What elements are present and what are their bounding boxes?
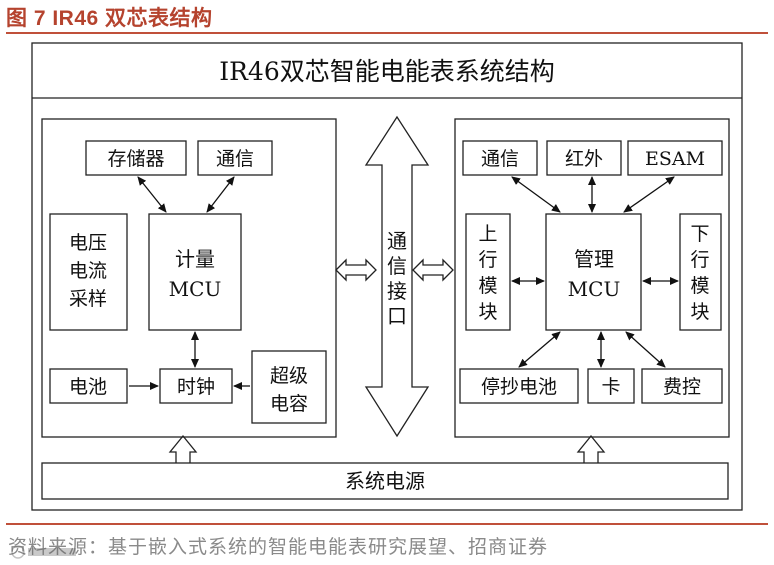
card-label: 卡 [601, 376, 620, 398]
interface-label-3: 接 [387, 279, 407, 303]
left-comm-box [197, 140, 273, 176]
infrared-box [546, 140, 622, 176]
right-comm-box [462, 140, 538, 176]
sampling-label-3: 采样 [69, 288, 107, 310]
battery-box [49, 368, 128, 404]
mgmt-battery-arrow [518, 331, 561, 368]
supercap-label-1: 超级 [270, 365, 308, 387]
card-box [587, 368, 635, 404]
sampling-label-1: 电压 [69, 232, 107, 254]
infrared-label: 红外 [565, 148, 603, 170]
management-mcu-label-1: 管理 [574, 247, 614, 271]
supercap-box [251, 350, 327, 424]
downlink-label-3: 模 [690, 275, 709, 297]
left-interface-hollow-arrow [335, 258, 377, 282]
uplink-label-1: 上 [478, 223, 497, 245]
clock-label: 时钟 [177, 376, 215, 398]
uplink-label-3: 模 [478, 275, 497, 297]
right-comm-label: 通信 [481, 148, 519, 170]
interface-label-2: 信 [387, 254, 407, 278]
right-interface-hollow-arrow [412, 258, 454, 282]
comm-mcu-arrow [206, 176, 235, 213]
figure-title: 图 7 IR46 双芯表结构 [6, 7, 213, 30]
storage-label: 存储器 [107, 148, 164, 170]
sampling-box [49, 213, 128, 331]
footer-divider [6, 523, 768, 525]
billing-label: 费控 [663, 376, 701, 398]
uplink-label-4: 块 [478, 301, 497, 323]
diagram-title: IR46双芯智能电能表系统结构 [219, 57, 555, 86]
downlink-box [679, 213, 722, 331]
left-comm-label: 通信 [216, 148, 254, 170]
management-mcu-box [545, 213, 642, 331]
rcomm-mgmt-arrow [511, 176, 561, 213]
downlink-label-1: 下 [690, 223, 709, 245]
title-divider [6, 32, 768, 34]
meter-reading-battery-label: 停抄电池 [481, 376, 557, 398]
esam-box [627, 140, 723, 176]
sampling-label-2: 电流 [69, 260, 107, 282]
uplink-label-2: 行 [478, 249, 497, 271]
interface-label-4: 口 [387, 304, 407, 328]
metering-mcu-box [148, 213, 242, 331]
metering-mcu-label-2: MCU [169, 277, 222, 301]
meter-reading-battery-box [459, 368, 579, 404]
source-note: 资料来源：基于嵌入式系统的智能电能表研究展望、招商证券 [8, 536, 549, 558]
downlink-label-4: 块 [690, 301, 709, 323]
uplink-box [465, 213, 511, 331]
power-label: 系统电源 [345, 469, 425, 493]
esam-mgmt-arrow [623, 176, 675, 213]
left-power-hollow-arrow [168, 434, 198, 463]
outer-frame [31, 42, 743, 511]
management-mcu-label-2: MCU [568, 277, 621, 301]
power-bar-frame [41, 462, 729, 500]
esam-label: ESAM [645, 148, 705, 170]
battery-label: 电池 [69, 376, 107, 398]
comm-interface-arrow [364, 115, 430, 438]
metering-mcu-label-1: 计量 [175, 247, 215, 271]
billing-box [641, 368, 723, 404]
downlink-label-2: 行 [690, 249, 709, 271]
interface-label-1: 通 [387, 229, 407, 253]
right-power-hollow-arrow [576, 434, 606, 463]
supercap-label-2: 电容 [270, 393, 308, 415]
left-section-frame [41, 118, 337, 438]
storage-box [85, 140, 187, 176]
storage-mcu-arrow [137, 176, 167, 213]
mgmt-billing-arrow [625, 331, 666, 368]
clock-box [159, 368, 233, 404]
watermark-logo [10, 544, 80, 560]
